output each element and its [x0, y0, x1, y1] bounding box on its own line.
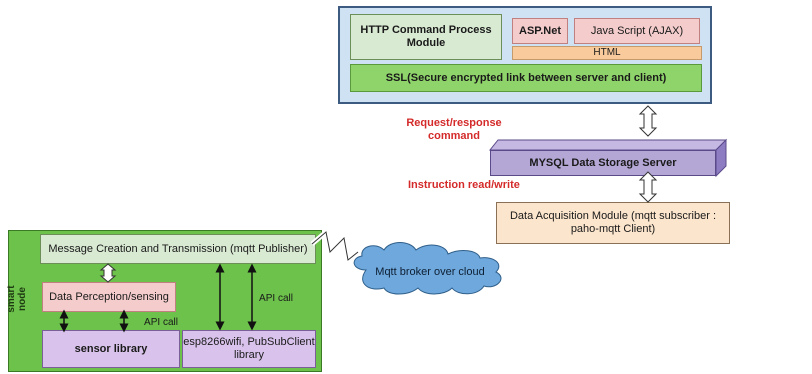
- ssl-bar: SSL(Secure encrypted link between server…: [350, 64, 702, 92]
- javascript-box: Java Script (AJAX): [574, 18, 700, 44]
- instruction-label: Instruction read/write: [408, 178, 520, 191]
- aspnet-box: ASP.Net: [512, 18, 568, 44]
- sensor-library-box: sensor library: [42, 330, 180, 368]
- wireless-lightning-icon: [310, 227, 360, 265]
- api-call-right-label: API call: [259, 293, 293, 305]
- message-creation-box: Message Creation and Transmission (mqtt …: [40, 234, 316, 264]
- cloud-shape: [353, 242, 502, 295]
- double-arrow-message-perception: [99, 263, 117, 283]
- request-response-label: Request/response command: [406, 117, 502, 142]
- data-acquisition-module: Data Acquisition Module (mqtt subscriber…: [496, 202, 730, 244]
- api-call-left-label: API call: [144, 317, 178, 329]
- mysql-storage-server: MYSQL Data Storage Server: [490, 150, 716, 176]
- double-arrow-server-mysql: [638, 105, 658, 137]
- double-arrow-mysql-acquisition: [638, 171, 658, 203]
- mqtt-broker-cloud: Mqtt broker over cloud: [375, 265, 485, 278]
- http-command-module: HTTP Command Process Module: [350, 14, 502, 60]
- esp-library-box: esp8266wifi, PubSubClient library: [182, 330, 316, 368]
- html-bar: HTML: [512, 46, 702, 60]
- data-perception-box: Data Perception/sensing: [42, 282, 176, 312]
